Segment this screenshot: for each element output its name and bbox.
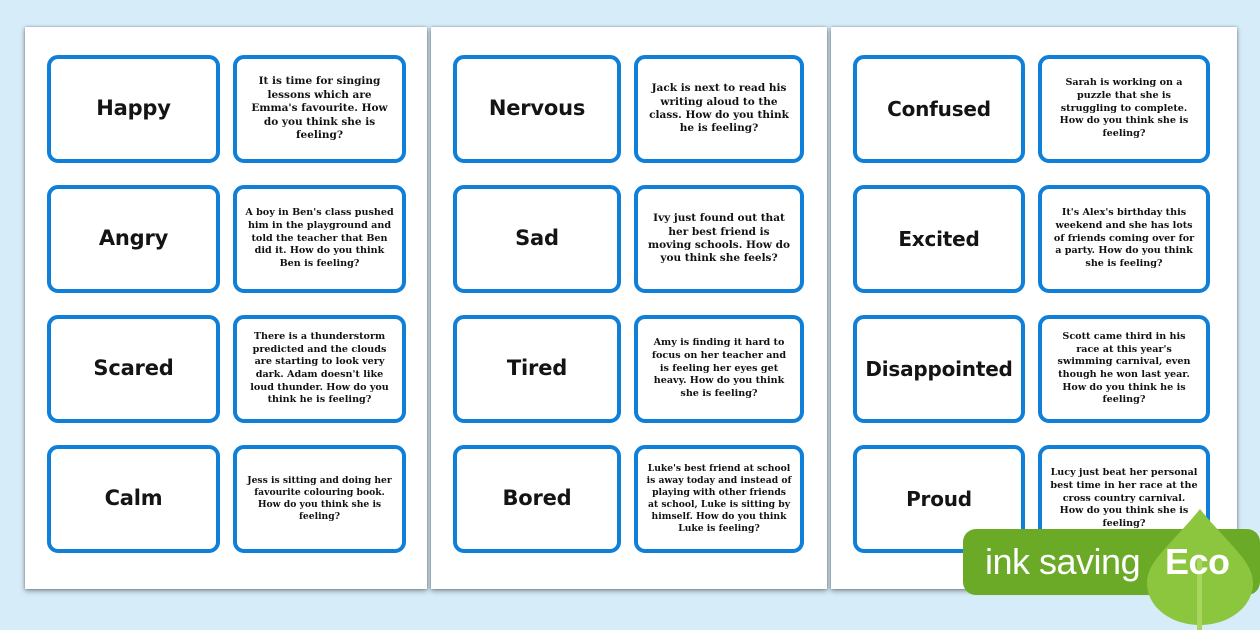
emotion-label-card[interactable]: Nervous — [453, 55, 621, 163]
eco-label: Eco — [1165, 541, 1230, 582]
card-row: Calm Jess is sitting and doing her favou… — [47, 445, 406, 553]
card-row: Happy It is time for singing lessons whi… — [47, 55, 406, 163]
emotion-label-text: Tired — [506, 356, 568, 381]
scenario-card[interactable]: Scott came third in his race at this yea… — [1038, 315, 1210, 423]
emotion-label-text: Confused — [887, 97, 991, 121]
scenario-text: Scott came third in his race at this yea… — [1057, 331, 1191, 406]
scenario-text: Jack is next to read his writing aloud t… — [649, 82, 789, 135]
card-grid-2: Nervous Jack is next to read his writing… — [453, 55, 805, 553]
ink-saving-eco-watermark: ink saving Eco — [963, 509, 1260, 630]
emotion-label-card[interactable]: Scared — [47, 315, 220, 423]
scenario-text: Amy is finding it hard to focus on her t… — [651, 337, 787, 399]
emotion-label-text: Calm — [104, 486, 163, 511]
printable-sheets: Happy It is time for singing lessons whi… — [25, 27, 1237, 589]
card-row: Disappointed Scott came third in his rac… — [853, 315, 1215, 423]
scenario-text: It's Alex's birthday this weekend and sh… — [1053, 207, 1195, 269]
card-grid-3: Confused Sarah is working on a puzzle th… — [853, 55, 1215, 553]
scenario-text: It is time for singing lessons which are… — [251, 75, 388, 142]
emotion-label-text: Scared — [93, 356, 174, 381]
card-row: Tired Amy is finding it hard to focus on… — [453, 315, 805, 423]
emotion-label-text: Proud — [906, 487, 972, 511]
emotion-label-card[interactable]: Tired — [453, 315, 621, 423]
emotion-label-text: Sad — [515, 226, 559, 251]
scenario-text: Ivy just found out that her best friend … — [648, 212, 790, 265]
emotion-label-card[interactable]: Confused — [853, 55, 1025, 163]
scenario-card[interactable]: Sarah is working on a puzzle that she is… — [1038, 55, 1210, 163]
emotion-label-text: Happy — [96, 96, 171, 121]
scenario-card[interactable]: There is a thunderstorm predicted and th… — [233, 315, 406, 423]
ink-saving-label: ink saving — [985, 541, 1141, 582]
emotion-label-text: Nervous — [488, 96, 586, 121]
emotion-label-text: Bored — [502, 486, 572, 511]
card-row: Sad Ivy just found out that her best fri… — [453, 185, 805, 293]
scenario-text: Lucy just beat her personal best time in… — [1050, 467, 1198, 529]
scenario-text: Jess is sitting and doing her favourite … — [247, 475, 392, 522]
scenario-text: Sarah is working on a puzzle that she is… — [1059, 77, 1189, 139]
card-grid-1: Happy It is time for singing lessons whi… — [47, 55, 406, 553]
scenario-card[interactable]: Jess is sitting and doing her favourite … — [233, 445, 406, 553]
emotion-label-text: Excited — [898, 227, 980, 251]
emotion-label-card[interactable]: Calm — [47, 445, 220, 553]
emotion-label-card[interactable]: Sad — [453, 185, 621, 293]
emotion-label-card[interactable]: Happy — [47, 55, 220, 163]
page-sheet-2: Nervous Jack is next to read his writing… — [431, 27, 827, 589]
scenario-card[interactable]: It is time for singing lessons which are… — [233, 55, 406, 163]
card-row: Angry A boy in Ben's class pushed him in… — [47, 185, 406, 293]
scenario-card[interactable]: Luke's best friend at school is away tod… — [634, 445, 804, 553]
scenario-card[interactable]: A boy in Ben's class pushed him in the p… — [233, 185, 406, 293]
leaf-icon — [1147, 509, 1253, 630]
page-sheet-1: Happy It is time for singing lessons whi… — [25, 27, 427, 589]
scenario-card[interactable]: It's Alex's birthday this weekend and sh… — [1038, 185, 1210, 293]
emotion-label-card[interactable]: Disappointed — [853, 315, 1025, 423]
emotion-label-text: Disappointed — [865, 357, 1013, 381]
emotion-label-card[interactable]: Angry — [47, 185, 220, 293]
emotion-label-card[interactable]: Bored — [453, 445, 621, 553]
card-row: Nervous Jack is next to read his writing… — [453, 55, 805, 163]
emotion-label-card[interactable]: Proud — [853, 445, 1025, 553]
scenario-text: Luke's best friend at school is away tod… — [646, 463, 792, 534]
emotion-label-text: Angry — [98, 226, 169, 251]
scenario-text: There is a thunderstorm predicted and th… — [250, 331, 389, 406]
scenario-card[interactable]: Jack is next to read his writing aloud t… — [634, 55, 804, 163]
page-sheet-3: Confused Sarah is working on a puzzle th… — [831, 27, 1237, 589]
card-row: Confused Sarah is working on a puzzle th… — [853, 55, 1215, 163]
card-row: Bored Luke's best friend at school is aw… — [453, 445, 805, 553]
card-row: Scared There is a thunderstorm predicted… — [47, 315, 406, 423]
card-row: Excited It's Alex's birthday this weeken… — [853, 185, 1215, 293]
scenario-card[interactable]: Ivy just found out that her best friend … — [634, 185, 804, 293]
emotion-label-card[interactable]: Excited — [853, 185, 1025, 293]
scenario-text: A boy in Ben's class pushed him in the p… — [245, 207, 394, 269]
scenario-card[interactable]: Amy is finding it hard to focus on her t… — [634, 315, 804, 423]
